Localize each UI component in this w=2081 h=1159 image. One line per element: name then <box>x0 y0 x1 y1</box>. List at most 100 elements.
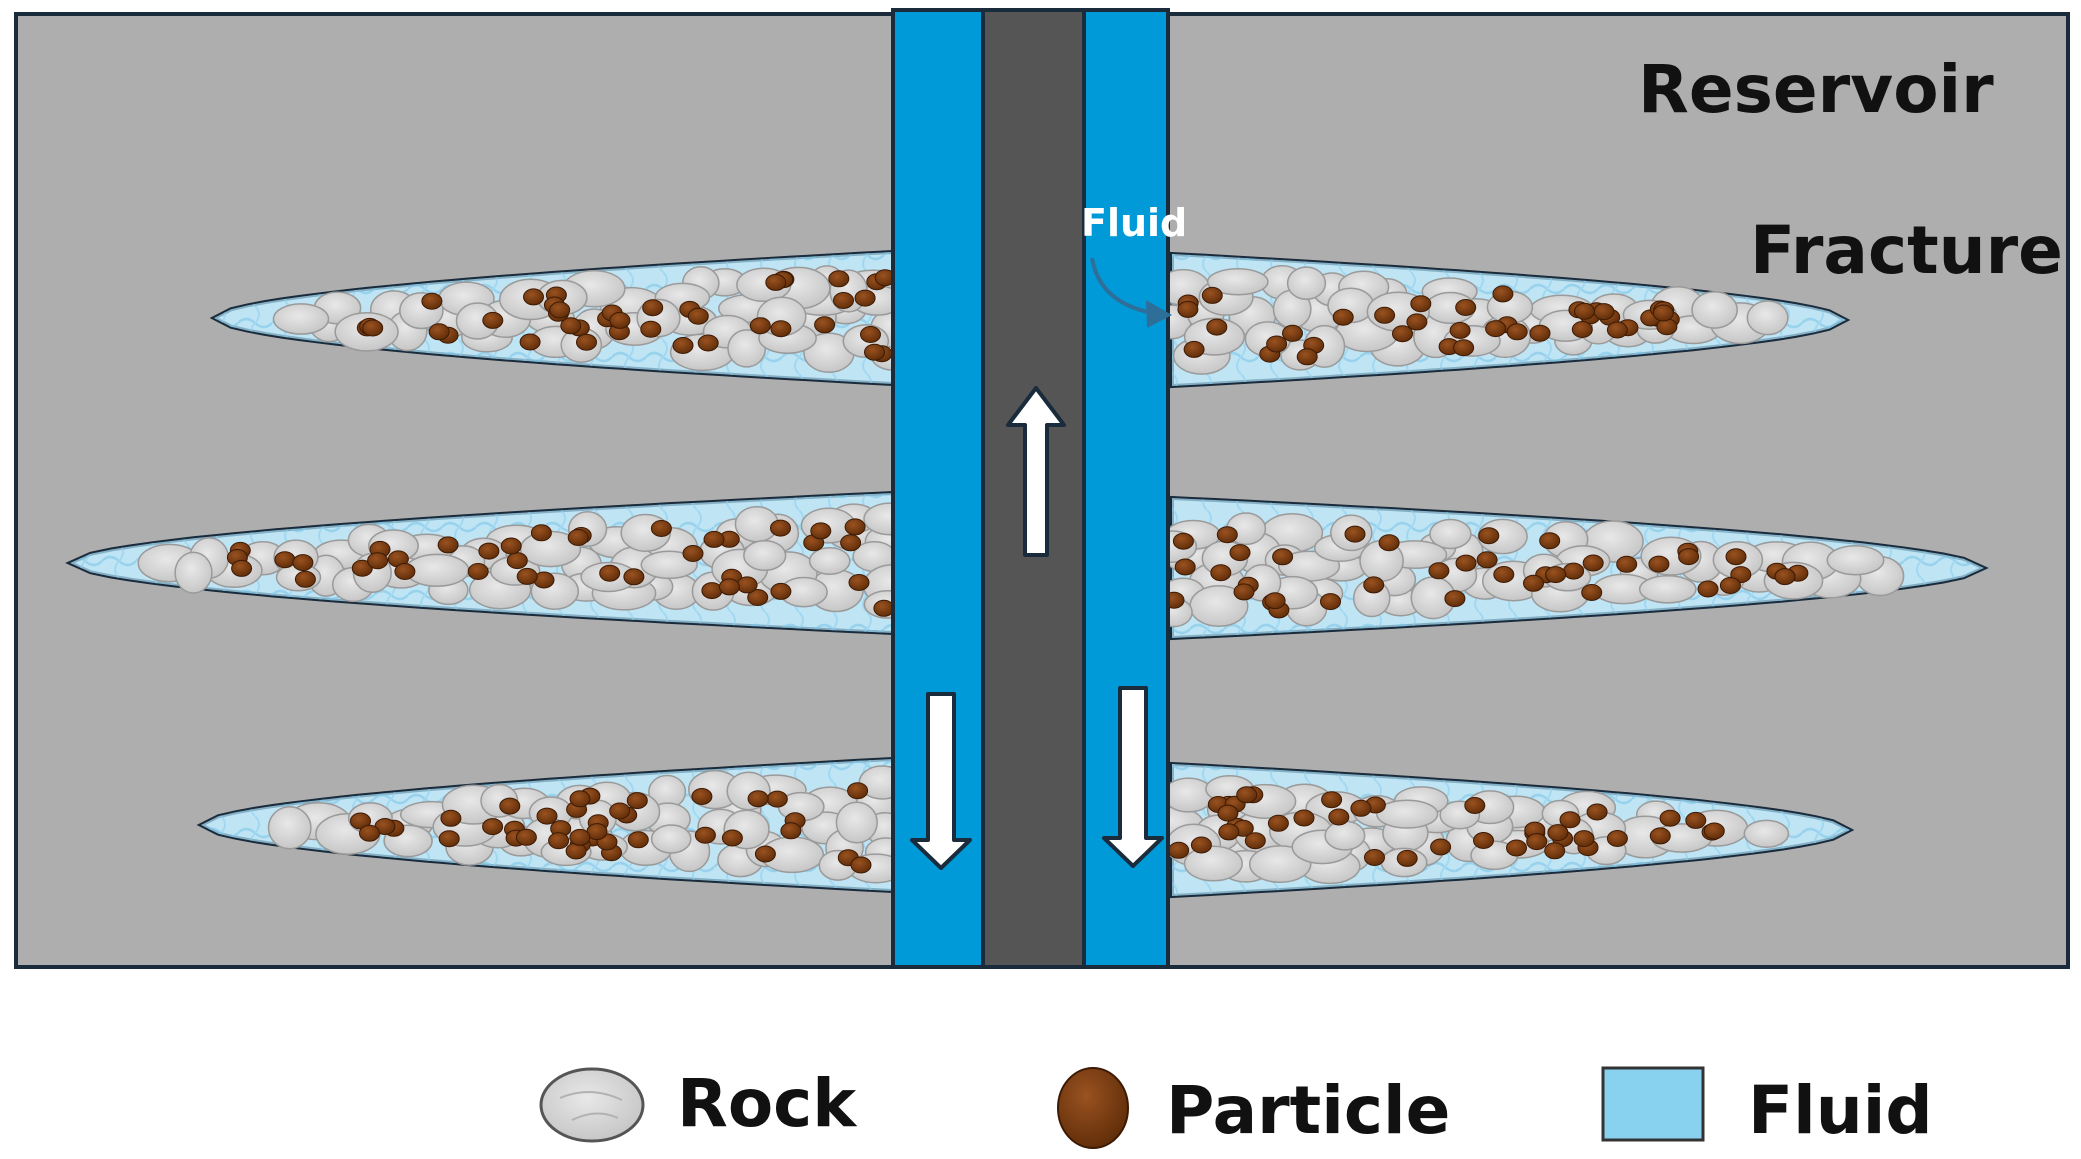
particle-grain <box>1229 544 1251 562</box>
rock-grain <box>640 550 698 580</box>
fluid-legend-icon <box>1601 1066 1705 1142</box>
particle-grain <box>860 326 881 343</box>
particle-grain <box>749 317 771 335</box>
rock-grain <box>1324 820 1366 851</box>
rock-grain <box>650 824 692 854</box>
particle-grain <box>1190 836 1212 854</box>
particle-grain <box>1529 324 1551 342</box>
particle-grain <box>1396 849 1418 867</box>
particle-grain <box>687 307 709 325</box>
rock-grain <box>808 547 851 575</box>
rock-grain <box>1286 266 1327 301</box>
particle-grain <box>1236 786 1258 804</box>
particle-grain <box>428 323 450 341</box>
rock-grain <box>1376 799 1439 829</box>
particle-grain <box>530 524 552 542</box>
particle-grain <box>500 537 522 555</box>
particle-grain <box>1593 303 1615 321</box>
particle-grain <box>1363 576 1385 594</box>
particle-grain <box>1266 335 1288 353</box>
particle-grain <box>1244 832 1266 850</box>
particle-grain <box>482 818 504 836</box>
particle-grain <box>626 792 648 810</box>
particle-grain <box>1697 580 1719 598</box>
rock-grain <box>743 539 787 572</box>
particle-grain <box>691 788 713 805</box>
particle-grain <box>833 292 854 309</box>
particle-grain <box>1526 833 1548 851</box>
particle-grain <box>1571 321 1593 338</box>
rock-grain <box>1743 819 1790 848</box>
particle-grain <box>1725 548 1747 566</box>
particle-grain <box>478 542 500 560</box>
particle-grain <box>1216 526 1238 544</box>
particle-grain <box>1174 558 1196 576</box>
particle-grain <box>1201 286 1223 304</box>
rock-grain <box>272 303 330 335</box>
rock-grain <box>174 551 213 594</box>
particle-grain <box>1320 593 1341 611</box>
particle-grain <box>1659 809 1681 827</box>
particle-grain <box>292 554 314 572</box>
particle-grain <box>682 545 704 562</box>
particle-grain <box>1217 804 1239 822</box>
particle-grain <box>1506 323 1528 341</box>
particle-grain <box>231 559 253 577</box>
particle-grain <box>609 802 631 820</box>
particle-grain <box>1492 285 1514 303</box>
legend: Rock Particle Fluid <box>539 1065 1933 1149</box>
particle-grain <box>814 316 836 334</box>
particle-grain <box>780 822 802 840</box>
particle-grain <box>844 518 866 536</box>
particle-grain <box>1678 548 1700 566</box>
particle-grain <box>359 824 380 842</box>
particle-grain <box>440 809 462 827</box>
particle-grain <box>1476 551 1498 569</box>
particle-grain <box>1464 797 1486 814</box>
particle-grain <box>421 292 443 310</box>
particle-legend-icon <box>1057 1067 1129 1149</box>
rock-grain <box>267 806 312 850</box>
particle-grain <box>394 563 416 580</box>
particle-grain <box>754 845 776 863</box>
particle-grain <box>736 576 758 594</box>
particle-grain <box>1350 799 1372 817</box>
particle-grain <box>770 519 791 537</box>
particle-grain <box>1177 300 1199 318</box>
particle-grain <box>1293 809 1315 827</box>
particle-grain <box>747 790 769 808</box>
particle-grain <box>519 333 541 351</box>
reservoir-label: Reservoir <box>1638 51 1994 128</box>
particle-grain <box>1210 564 1232 582</box>
particle-grain <box>747 589 769 606</box>
particle-grain <box>515 828 537 846</box>
particle-grain <box>1267 814 1289 832</box>
particle-grain <box>567 529 589 546</box>
legend-rock-label: Rock <box>677 1065 858 1142</box>
particle-grain <box>1473 832 1494 849</box>
particle-grain <box>1321 791 1343 809</box>
particle-grain <box>523 288 544 306</box>
particle-grain <box>1183 340 1205 358</box>
particle-grain <box>770 582 792 600</box>
particle-grain <box>1586 803 1608 821</box>
particle-grain <box>1774 568 1796 586</box>
particle-grain <box>1406 313 1428 331</box>
particle-grain <box>1344 525 1366 543</box>
particle-grain <box>1573 830 1595 848</box>
particle-grain <box>1547 824 1569 842</box>
particle-grain <box>1545 566 1567 584</box>
particle-grain <box>847 782 869 800</box>
rock-legend-icon <box>539 1067 645 1143</box>
particle-grain <box>672 337 694 354</box>
particle-grain <box>437 536 459 554</box>
particle-grain <box>1648 555 1670 573</box>
particle-grain <box>1328 808 1350 826</box>
particle-grain <box>1559 811 1581 829</box>
particle-grain <box>1616 555 1638 573</box>
arrow-down-icon <box>910 692 972 870</box>
particle-grain <box>1332 308 1354 326</box>
particle-grain <box>1523 574 1544 592</box>
particle-grain <box>1652 304 1674 322</box>
particle-grain <box>1574 302 1595 320</box>
